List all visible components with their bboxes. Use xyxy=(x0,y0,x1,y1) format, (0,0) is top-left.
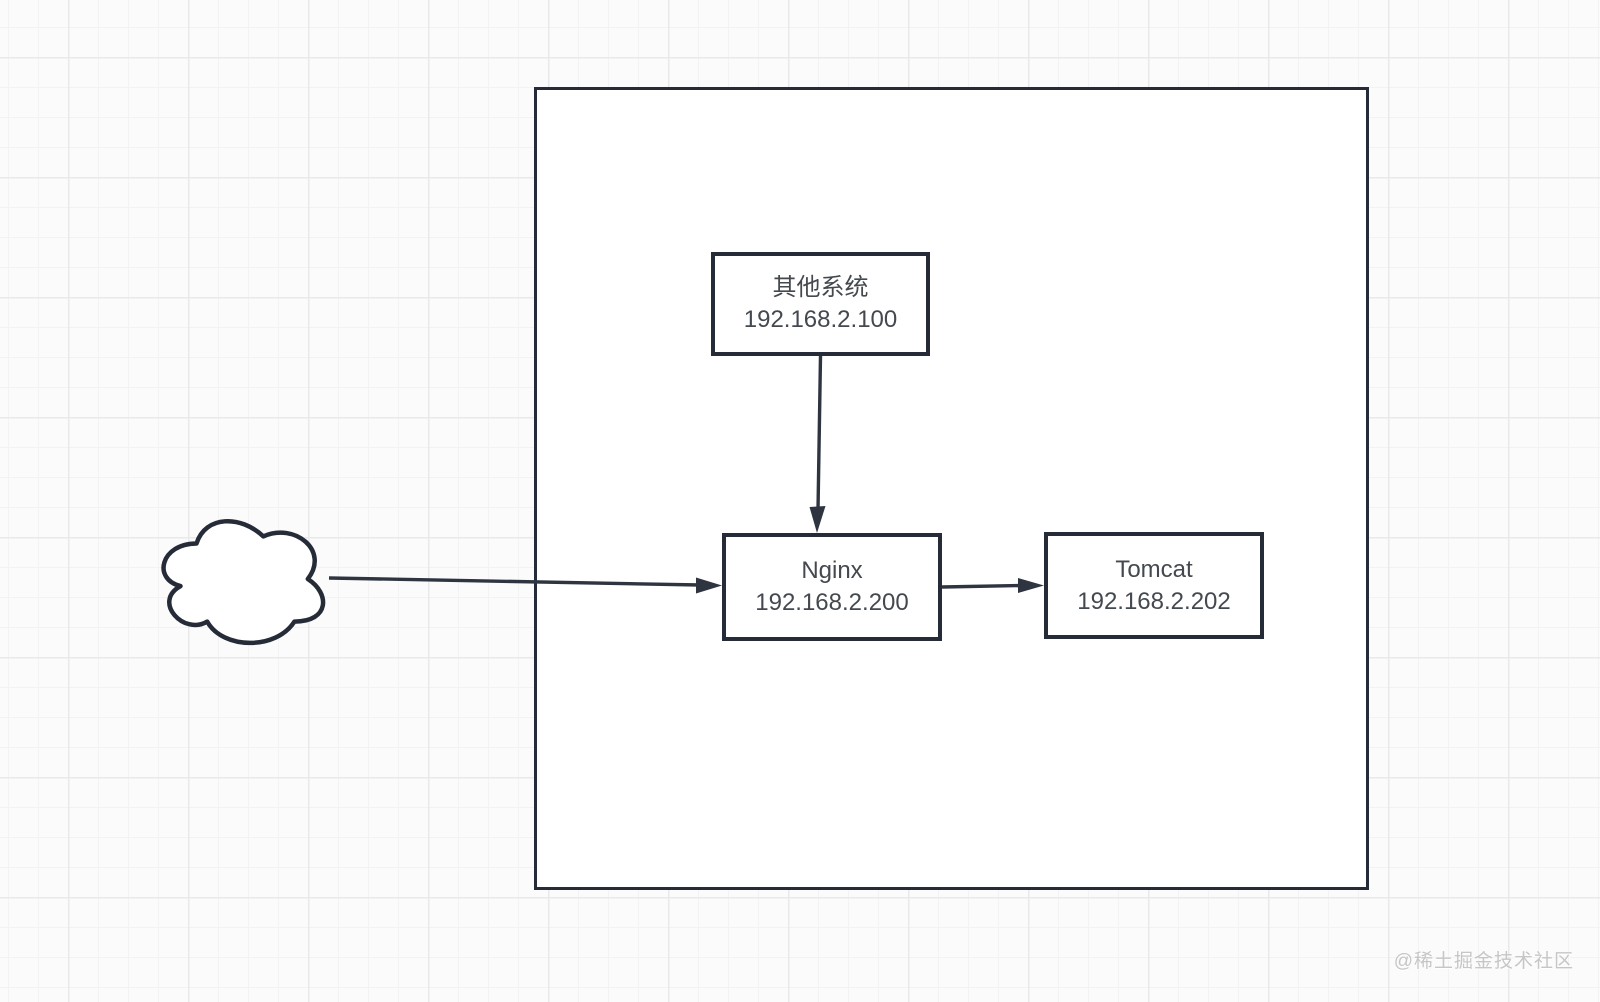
node-tomcat-ip: 192.168.2.202 xyxy=(1077,587,1231,615)
node-nginx: Nginx 192.168.2.200 xyxy=(722,533,942,641)
node-other-system-label: 其他系统 xyxy=(772,274,869,301)
network-boundary-box xyxy=(534,87,1369,890)
node-other-system: 其他系统 192.168.2.100 xyxy=(711,252,930,356)
node-nginx-label: Nginx xyxy=(801,557,863,584)
watermark-text: @稀土掘金技术社区 xyxy=(1393,951,1574,972)
node-tomcat: Tomcat 192.168.2.202 xyxy=(1044,532,1264,639)
node-nginx-ip: 192.168.2.200 xyxy=(755,589,909,616)
internet-cloud-icon xyxy=(161,519,326,645)
node-tomcat-label: Tomcat xyxy=(1115,555,1193,583)
node-other-system-ip: 192.168.2.100 xyxy=(743,306,898,333)
